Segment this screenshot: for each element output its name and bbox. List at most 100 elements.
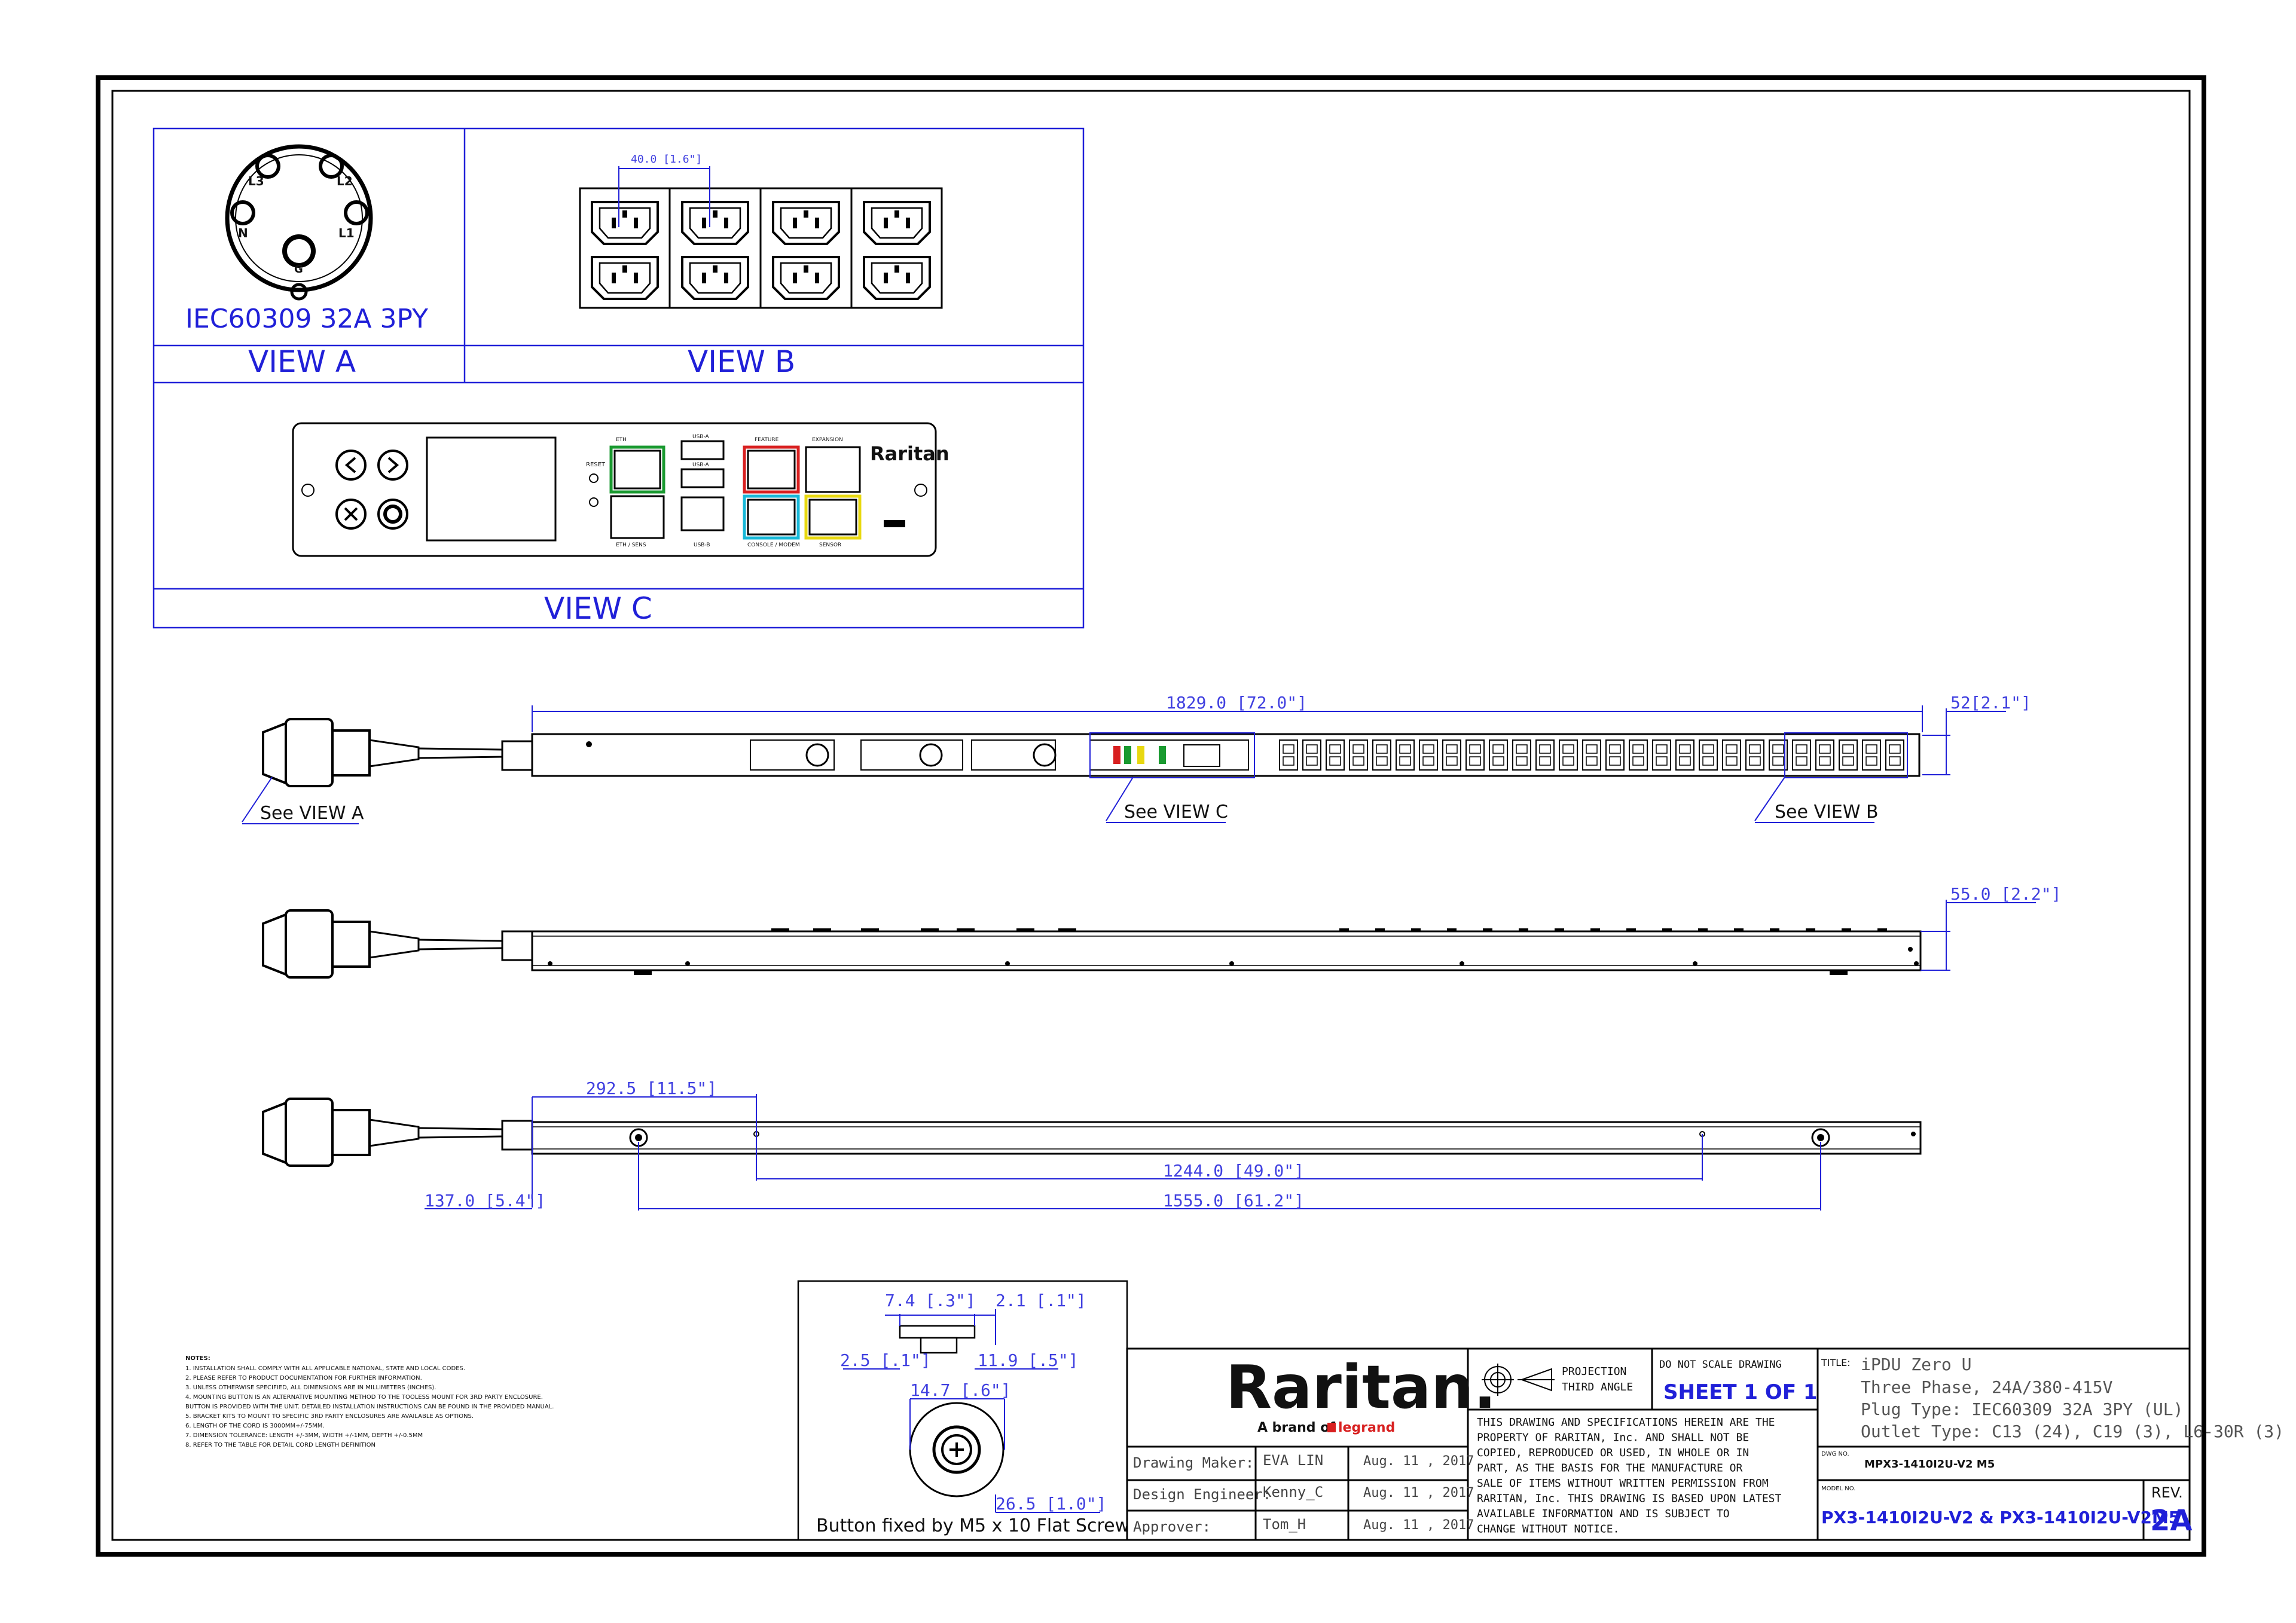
third-angle-label: THIRD ANGLE <box>1562 1381 1633 1393</box>
front-outlet <box>1465 739 1485 771</box>
signoff-name: Kenny_C <box>1263 1484 1323 1500</box>
side-tab <box>1806 928 1815 932</box>
c13-outlet <box>591 256 659 300</box>
side-view-dimensions <box>1921 900 2036 971</box>
notes-block: NOTES: 1. INSTALLATION SHALL COMPLY WITH… <box>185 1355 554 1448</box>
side-features <box>548 928 1919 966</box>
model-no: PX3-1410I2U-V2 & PX3-1410I2U-V2M5 <box>1821 1508 2180 1527</box>
note-line: 1. INSTALLATION SHALL COMPLY WITH ALL AP… <box>185 1365 465 1372</box>
signoff-date: Aug. 11 , 2017 <box>1363 1454 1474 1469</box>
side-tab <box>771 928 789 932</box>
port-label-eth-sens: ETH / SENS <box>616 542 646 548</box>
side-tab <box>1590 928 1600 932</box>
button-caption: Button fixed by M5 x 10 Flat Screw <box>816 1515 1129 1536</box>
button-detail-dims <box>843 1309 1100 1513</box>
rev-value: 2A <box>2150 1504 2193 1538</box>
port-label-usb-b: USB-B <box>694 542 710 548</box>
raritan-logo: Raritan. <box>1226 1352 1497 1422</box>
front-outlet <box>1279 739 1298 771</box>
front-outlet <box>1885 739 1904 771</box>
view-b-dim-label: 40.0 [1.6"] <box>631 153 702 166</box>
c13-outlet <box>863 201 931 245</box>
port-label-console: CONSOLE / MODEM <box>747 542 800 548</box>
port-label-feature: FEATURE <box>755 437 779 443</box>
title-label: TITLE: <box>1821 1357 1851 1368</box>
note-line: 4. MOUNTING BUTTON IS AN ALTERNATIVE MOU… <box>185 1394 543 1401</box>
pdu-side-view <box>262 909 1922 979</box>
side-tab <box>1339 928 1349 932</box>
front-outlet <box>1442 739 1461 771</box>
side-tab <box>1447 928 1457 932</box>
plug-1 <box>262 718 533 787</box>
side-hole <box>1460 961 1464 966</box>
side-hole <box>1005 961 1010 966</box>
front-outlet <box>1652 739 1671 771</box>
side-tab <box>1698 928 1708 932</box>
outer-border <box>96 75 2206 1557</box>
side-tab <box>1375 928 1385 932</box>
ok-button <box>377 499 408 530</box>
front-outlet <box>1419 739 1438 771</box>
disclaimer-line: PROPERTY OF RARITAN, Inc. AND SHALL NOT … <box>1477 1432 1749 1444</box>
signoff-date: Aug. 11 , 2017 <box>1363 1518 1474 1533</box>
disclaimer-line: THIS DRAWING AND SPECIFICATIONS HEREIN A… <box>1477 1416 1775 1429</box>
disclaimer-text: THIS DRAWING AND SPECIFICATIONS HEREIN A… <box>1477 1416 1781 1536</box>
front-outlet <box>1512 739 1531 771</box>
disclaimer-line: AVAILABLE INFORMATION AND IS SUBJECT TO <box>1477 1508 1730 1520</box>
side-tab <box>1483 928 1492 932</box>
legrand-square-icon <box>1327 1423 1336 1432</box>
signoff-name: Tom_H <box>1263 1516 1306 1533</box>
width-dimension: 52[2.1"] <box>1950 693 2031 713</box>
view-c-label: VIEW C <box>544 591 652 626</box>
side-tab <box>1519 928 1528 932</box>
port-label-usb-a-1: USB-A <box>692 434 710 440</box>
signoff-role: Drawing Maker: <box>1133 1454 1254 1471</box>
front-outlet <box>1396 739 1415 771</box>
front-outlet <box>1605 739 1625 771</box>
note-line: 2. PLEASE REFER TO PRODUCT DOCUMENTATION… <box>185 1375 422 1381</box>
right-arrow-button <box>377 450 408 481</box>
dim-292: 292.5 [11.5"] <box>586 1078 717 1098</box>
side-tab <box>1626 928 1636 932</box>
pdu-front-view <box>262 718 1921 787</box>
side-tab <box>813 928 831 932</box>
dwg-no-label: DWG NO. <box>1821 1451 1849 1457</box>
side-hole <box>1908 947 1913 952</box>
side-hole <box>1693 961 1697 966</box>
front-outlet <box>1629 739 1648 771</box>
btn-dim-2-1: 2.1 [.1"] <box>996 1291 1086 1310</box>
front-outlet <box>1489 739 1508 771</box>
front-outlet <box>1815 739 1834 771</box>
left-arrow-button <box>335 450 367 481</box>
front-outlet <box>1699 739 1718 771</box>
dwg-no: MPX3-1410I2U-V2 M5 <box>1864 1458 1995 1471</box>
lcd-display <box>426 436 557 542</box>
signoff-date: Aug. 11 , 2017 <box>1363 1486 1474 1500</box>
front-outlets <box>1279 739 1904 771</box>
pin-label-g: G <box>294 263 303 276</box>
c13-outlet <box>772 201 840 245</box>
side-tab <box>1770 928 1779 932</box>
front-outlet <box>1302 739 1321 771</box>
do-not-scale-label: DO NOT SCALE DRAWING <box>1659 1359 1782 1371</box>
side-tab <box>1877 928 1887 932</box>
note-line: 8. REFER TO THE TABLE FOR DETAIL CORD LE… <box>185 1442 375 1448</box>
signoff-role: Design Engineer: <box>1133 1486 1271 1503</box>
front-outlet <box>1326 739 1345 771</box>
back-view-dimensions <box>425 1094 1821 1211</box>
c13-outlet <box>591 201 659 245</box>
front-outlet <box>1559 739 1578 771</box>
view-c-brand-logo: Raritan <box>870 442 949 465</box>
dim-1555: 1555.0 [61.2"] <box>1163 1191 1304 1211</box>
front-outlet <box>1675 739 1694 771</box>
front-outlet <box>1862 739 1881 771</box>
callout-view-a: See VIEW A <box>260 803 364 824</box>
title-line-4: Outlet Type: C13 (24), C19 (3), L6-30R (… <box>1861 1422 2284 1441</box>
model-no-label: MODEL NO. <box>1821 1486 1855 1492</box>
c13-outlet <box>681 201 749 245</box>
side-tab <box>1016 928 1034 932</box>
signoff-name: EVA LIN <box>1263 1452 1323 1469</box>
c13-outlet <box>772 256 840 300</box>
port-label-usb-a-2: USB-A <box>692 462 710 468</box>
side-tab <box>1058 928 1076 932</box>
